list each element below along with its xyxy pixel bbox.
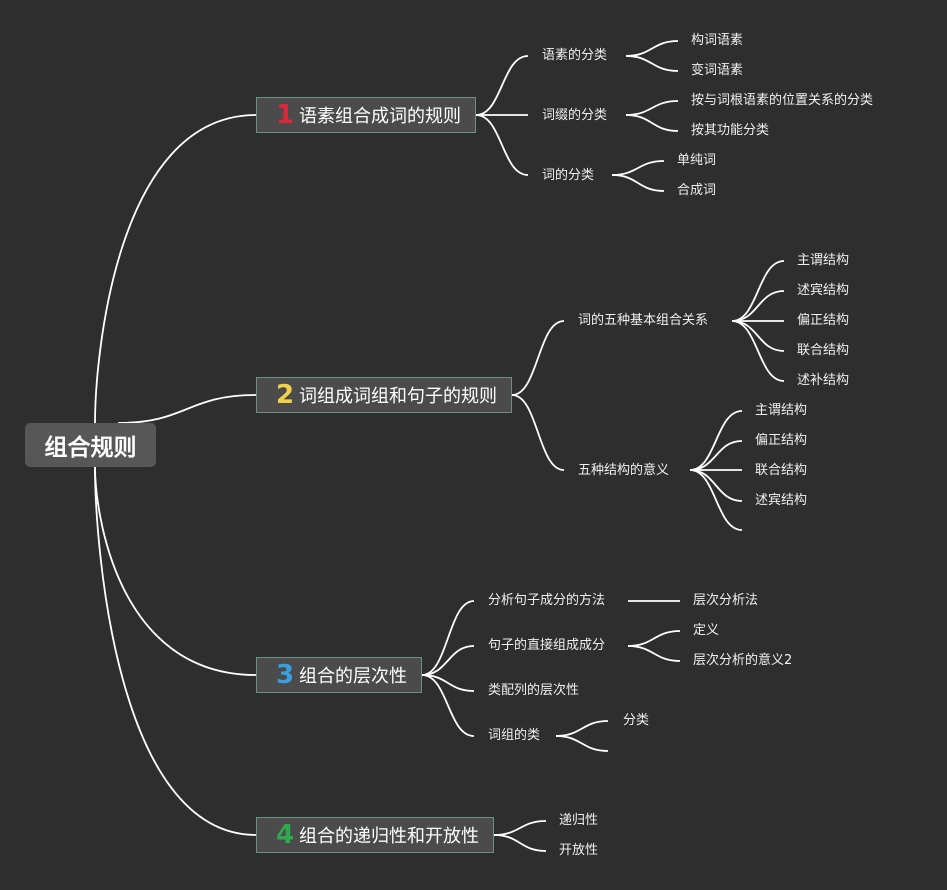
branch-node-1[interactable]: 1 语素组合成词的规则 (256, 97, 476, 133)
connector-3-1 (421, 600, 475, 676)
number-badge-4: 4 (275, 820, 295, 850)
leaf-openness[interactable]: 开放性 (559, 843, 599, 858)
topic-direct-constituents[interactable]: 句子的直接组成成分 (488, 638, 606, 653)
leaf-2-1-5[interactable]: 述补结构 (797, 373, 850, 388)
connector-1-3-2 (611, 174, 665, 192)
leaf-2-2-2[interactable]: 偏正结构 (755, 433, 808, 448)
connector-root-2 (117, 394, 257, 424)
connector-2-1 (511, 320, 565, 396)
leaf-2-2-4[interactable]: 述宾结构 (755, 493, 808, 508)
connector-root-3 (94, 466, 257, 676)
connector-3-4-1 (555, 720, 609, 737)
connector-2-2-5 (689, 469, 743, 531)
connector-3-4 (421, 674, 475, 737)
connector-root-1 (94, 114, 257, 424)
connector-3-2 (421, 645, 475, 676)
connector-4-1 (493, 820, 547, 836)
root-node[interactable]: 组合规则 (25, 423, 156, 467)
leaf-3-1-1[interactable]: 层次分析法 (693, 593, 759, 608)
leaf-3-2-1[interactable]: 定义 (693, 623, 720, 638)
branch-node-3[interactable]: 3 组合的层次性 (256, 657, 422, 693)
topic-affix-types[interactable]: 词缀的分类 (542, 108, 608, 123)
connector-2-2-2 (689, 440, 743, 471)
leaf-recursiveness[interactable]: 递归性 (559, 813, 599, 828)
leaf-1-1-2[interactable]: 变词语素 (691, 63, 744, 78)
root-label: 组合规则 (44, 435, 137, 461)
leaf-1-2-2[interactable]: 按其功能分类 (691, 123, 770, 138)
topic-five-meanings[interactable]: 五种结构的意义 (578, 463, 670, 478)
leaf-2-1-3[interactable]: 偏正结构 (797, 313, 850, 328)
topic-class-sequence[interactable]: 类配列的层次性 (488, 683, 580, 698)
leaf-1-3-1[interactable]: 单纯词 (677, 153, 717, 168)
branch-label-3: 组合的层次性 (299, 666, 407, 687)
leaf-1-1-1[interactable]: 构词语素 (691, 33, 744, 48)
topic-analysis-method[interactable]: 分析句子成分的方法 (488, 593, 606, 608)
connector-1-1 (475, 55, 529, 116)
leaf-3-4-1[interactable]: 分类 (623, 713, 650, 728)
connector-3-3 (421, 674, 475, 692)
topic-word-types[interactable]: 词的分类 (542, 168, 595, 183)
connector-1-2-2 (625, 114, 679, 132)
connector-3-2-2 (627, 645, 681, 662)
connector-2-2-4 (689, 469, 743, 502)
number-badge-2: 2 (275, 380, 295, 410)
connector-3-4-2 (555, 735, 609, 752)
connector-2-1-2 (731, 290, 785, 322)
connector-2-1-5 (731, 320, 785, 382)
connector-1-3-1 (611, 160, 665, 176)
connector-3-2-1 (627, 630, 681, 647)
connector-1-1-2 (625, 55, 679, 72)
branch-label-2: 词组成词组和句子的规则 (299, 386, 497, 407)
leaf-2-1-1[interactable]: 主谓结构 (797, 253, 850, 268)
branch-node-4[interactable]: 4 组合的递归性和开放性 (256, 817, 494, 853)
connector-root-4 (94, 466, 257, 836)
branch-label-1: 语素组合成词的规则 (299, 106, 461, 127)
number-badge-3: 3 (275, 660, 295, 690)
leaf-1-3-2[interactable]: 合成词 (677, 183, 717, 198)
connector-2-2 (511, 394, 565, 471)
connector-1-2-1 (625, 100, 679, 116)
branch-label-4: 组合的递归性和开放性 (299, 826, 479, 847)
connector-4-2 (493, 834, 547, 852)
connector-2-2-1 (689, 410, 743, 471)
connector-2-1-1 (731, 260, 785, 322)
leaf-2-2-3[interactable]: 联合结构 (755, 463, 808, 478)
leaf-2-1-2[interactable]: 述宾结构 (797, 283, 850, 298)
number-badge-1: 1 (275, 100, 295, 130)
connector-2-1-4 (731, 320, 785, 352)
leaf-1-2-1[interactable]: 按与词根语素的位置关系的分类 (691, 93, 874, 108)
connector-1-3 (475, 114, 529, 176)
branch-node-2[interactable]: 2 词组成词组和句子的规则 (256, 377, 512, 413)
leaf-2-1-4[interactable]: 联合结构 (797, 343, 850, 358)
topic-phrase-classes[interactable]: 词组的类 (488, 728, 541, 743)
topic-morpheme-types[interactable]: 语素的分类 (542, 48, 608, 63)
topic-five-relations[interactable]: 词的五种基本组合关系 (578, 313, 709, 328)
leaf-2-2-1[interactable]: 主谓结构 (755, 403, 808, 418)
connector-1-1-1 (625, 40, 679, 57)
leaf-3-2-2[interactable]: 层次分析的意义2 (693, 653, 793, 668)
